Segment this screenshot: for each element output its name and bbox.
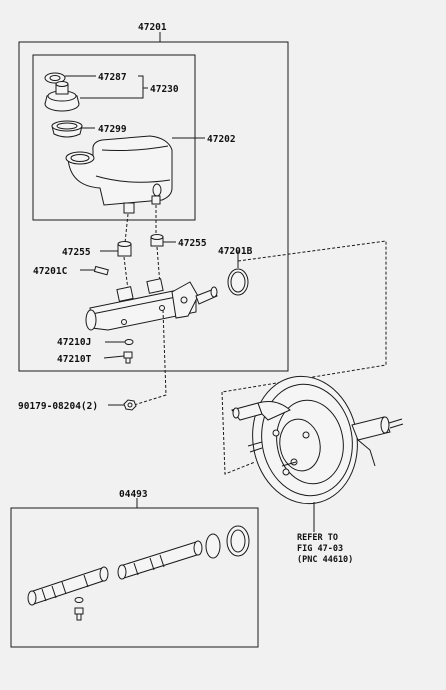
pin: [93, 265, 109, 276]
nut: [123, 399, 137, 411]
grommet-left: [117, 241, 132, 257]
kit-piston-1: [27, 566, 109, 606]
reservoir-cap: [44, 81, 80, 112]
label-47201: 47201: [138, 22, 167, 33]
refer-line-2: FIG 47-03: [297, 544, 343, 554]
label-47255-right: 47255: [178, 238, 207, 249]
label-04493: 04493: [119, 489, 148, 500]
grommet-right: [150, 234, 164, 247]
refer-line-3: (PNC 44610): [297, 555, 353, 565]
dashed-projection-bottom: [221, 391, 256, 475]
dashed-connector-1: [124, 213, 129, 244]
label-47201c: 47201C: [33, 266, 68, 277]
strainer: [51, 120, 83, 138]
label-nut: 90179-08204(2): [18, 401, 98, 412]
dashed-connector-nut: [133, 309, 167, 406]
kit-box: [10, 507, 259, 648]
refer-line-1: REFER TO: [297, 533, 338, 543]
kit-ring-small: [205, 533, 221, 559]
label-47202: 47202: [207, 134, 236, 145]
kit-piston-2: [117, 540, 203, 580]
plug-t: [123, 351, 133, 364]
plug-j: [124, 339, 134, 345]
reservoir-tank: [65, 135, 173, 214]
label-47210j: 47210J: [57, 337, 91, 348]
kit-plug-j: [74, 597, 84, 603]
label-47255-left: 47255: [62, 247, 91, 258]
master-cylinder-box: [18, 41, 289, 372]
label-47210t: 47210T: [57, 354, 92, 365]
leader-47210t: [103, 355, 125, 359]
dashed-projection-top: [221, 240, 387, 393]
label-47201b: 47201B: [218, 246, 253, 257]
dashed-connector-3: [123, 256, 129, 291]
kit-ring-large: [226, 525, 250, 557]
reservoir-cap-clip: [44, 72, 66, 84]
label-47287: 47287: [98, 72, 127, 83]
label-47299: 47299: [98, 124, 127, 135]
master-cylinder-body: [85, 278, 218, 331]
brake-booster: [231, 375, 404, 505]
bracket-47230: [138, 75, 148, 99]
label-47230: 47230: [150, 84, 179, 95]
kit-plug-t: [74, 607, 84, 621]
